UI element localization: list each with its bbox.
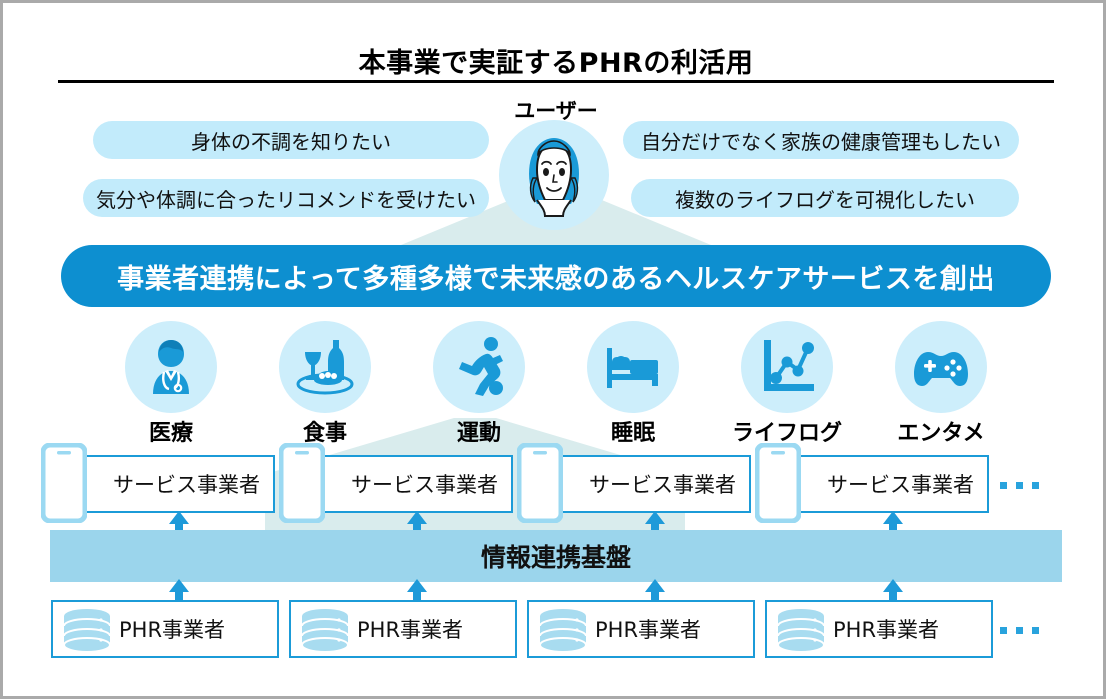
category-item-meal: 食事 <box>265 321 385 447</box>
phr-provider-box[interactable]: PHR事業者 <box>765 600 993 658</box>
smartphone-icon <box>755 443 801 523</box>
service-provider-box[interactable]: サービス事業者 <box>755 443 989 523</box>
line-chart-icon <box>741 321 833 413</box>
database-icon <box>63 609 111 653</box>
user-need-text: 複数のライフログを可視化したい <box>675 187 975 212</box>
arrow-up-icon <box>407 511 427 545</box>
phr-provider-box[interactable]: PHR事業者 <box>527 600 755 658</box>
phr-provider-row: PHR事業者 PHR事業者 <box>3 600 1103 664</box>
bed-sleep-icon <box>587 321 679 413</box>
headline-banner: 事業者連携によって多種多様で未来感のあるヘルスケアサービスを創出 <box>61 245 1051 307</box>
doctor-icon <box>125 321 217 413</box>
user-need-text: 自分だけでなく家族の健康管理もしたい <box>641 129 1001 154</box>
title-divider <box>58 80 1054 83</box>
arrow-up-icon <box>883 579 903 613</box>
female-user-face-icon <box>499 120 609 230</box>
gamepad-icon <box>895 321 987 413</box>
smartphone-icon <box>41 443 87 523</box>
arrow-up-icon <box>407 579 427 613</box>
smartphone-icon <box>517 443 563 523</box>
service-provider-label: サービス事業者 <box>589 473 736 497</box>
phr-provider-label: PHR事業者 <box>357 618 464 642</box>
user-label: ユーザー <box>514 99 598 123</box>
service-provider-box[interactable]: サービス事業者 <box>41 443 275 523</box>
arrow-up-icon <box>645 579 665 613</box>
category-label: エンタメ <box>897 421 985 446</box>
service-provider-ellipsis <box>1000 482 1039 489</box>
category-label: 運動 <box>456 421 501 446</box>
user-need-bubble-4: 複数のライフログを可視化したい <box>631 179 1019 217</box>
arrow-up-icon <box>883 511 903 545</box>
phr-provider-label: PHR事業者 <box>119 618 226 642</box>
user-need-bubble-1: 身体の不調を知りたい <box>93 121 489 159</box>
category-item-medical: 医療 <box>111 321 231 447</box>
user-need-text: 気分や体調に合ったリコメンドを受けたい <box>96 187 476 212</box>
information-platform-band: 情報連携基盤 <box>50 530 1062 582</box>
service-provider-box[interactable]: サービス事業者 <box>279 443 513 523</box>
phr-provider-ellipsis <box>1000 627 1039 634</box>
arrow-up-icon <box>169 511 189 545</box>
category-item-sleep: 睡眠 <box>573 321 693 447</box>
service-provider-label: サービス事業者 <box>113 473 260 497</box>
phr-provider-box[interactable]: PHR事業者 <box>289 600 517 658</box>
running-person-icon <box>433 321 525 413</box>
database-icon <box>539 609 587 653</box>
page-title: 本事業で実証するPHRの利活用 <box>358 48 754 79</box>
user-need-bubble-3: 自分だけでなく家族の健康管理もしたい <box>623 121 1019 159</box>
smartphone-icon <box>279 443 325 523</box>
database-icon <box>301 609 349 653</box>
arrow-up-icon <box>645 511 665 545</box>
user-need-bubble-2: 気分や体調に合ったリコメンドを受けたい <box>83 179 489 217</box>
database-icon <box>777 609 825 653</box>
arrow-up-icon <box>169 579 189 613</box>
phr-provider-box[interactable]: PHR事業者 <box>51 600 279 658</box>
category-label: ライフログ <box>731 421 842 446</box>
user-need-text: 身体の不調を知りたい <box>191 129 391 154</box>
headline-banner-text: 事業者連携によって多種多様で未来感のあるヘルスケアサービスを創出 <box>117 263 995 295</box>
category-icon-row: 医療 食事 <box>111 321 1001 447</box>
phr-provider-label: PHR事業者 <box>833 618 940 642</box>
category-item-lifelog: ライフログ <box>727 321 847 447</box>
category-item-exercise: 運動 <box>419 321 539 447</box>
service-provider-label: サービス事業者 <box>351 473 498 497</box>
service-provider-row: サービス事業者 サービス事業者 サービス事業者 サービス事業者 <box>3 443 1103 523</box>
category-label: 食事 <box>302 421 347 446</box>
category-label: 睡眠 <box>610 421 655 446</box>
category-label: 医療 <box>148 421 193 446</box>
information-platform-label: 情報連携基盤 <box>480 543 631 572</box>
meal-wine-plate-icon <box>279 321 371 413</box>
service-provider-box[interactable]: サービス事業者 <box>517 443 751 523</box>
category-item-entertainment: エンタメ <box>881 321 1001 447</box>
phr-provider-label: PHR事業者 <box>595 618 702 642</box>
service-provider-label: サービス事業者 <box>827 473 974 497</box>
